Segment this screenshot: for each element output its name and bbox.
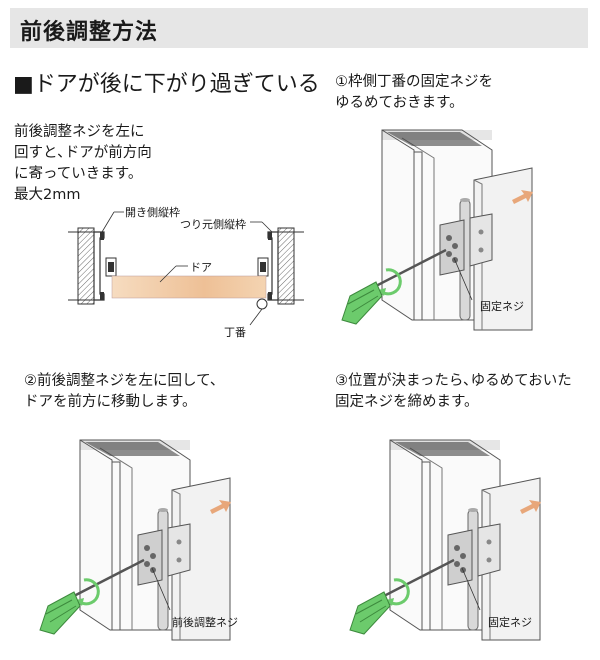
door-leaf	[171, 477, 231, 641]
screwdriver-handle	[39, 591, 81, 635]
hinge-illustration-step3	[349, 439, 541, 641]
screwdriver-handle	[341, 281, 383, 325]
callout-step1: 固定ネジ	[480, 300, 524, 313]
hinge-plate	[439, 219, 465, 276]
intro-line: 最大2mm	[14, 187, 81, 203]
left-stop	[105, 257, 117, 277]
hinge-plate	[137, 529, 163, 586]
intro-line: 前後調整ネジを左に	[14, 124, 145, 140]
label-door: ドア	[190, 261, 212, 274]
hinge-illustration-step1	[341, 129, 533, 331]
step-line: ③位置が決まったら､ゆるめておいた	[335, 373, 572, 389]
rotation-arrow	[389, 578, 410, 606]
callout-step2: 前後調整ネジ	[172, 616, 238, 629]
screwdriver-handle	[349, 591, 391, 635]
door-panel	[111, 275, 267, 299]
step-line: ドアを前方に移動します。	[24, 394, 197, 410]
screwdriver-shaft	[371, 248, 447, 290]
intro-line: 回すと､ドアが前方向	[14, 145, 152, 161]
hinge-plate	[447, 529, 473, 586]
direction-arrow	[512, 190, 533, 204]
door-leaf	[481, 477, 541, 641]
left-wall	[77, 227, 95, 305]
section-header: 前後調整方法	[10, 8, 588, 48]
intro-text: 前後調整ネジを左に 回すと､ドアが前方向 に寄っていきます。 最大2mm	[14, 122, 152, 206]
right-frame	[267, 231, 279, 301]
step1-text: ①枠側丁番の固定ネジを ゆるめておきます。	[335, 72, 493, 114]
rotation-arrow	[381, 268, 402, 296]
step-line: ゆるめておきます。	[335, 95, 464, 111]
callout-step3: 固定ネジ	[488, 616, 532, 629]
section-title: ■ドアが後に下がり過ぎている	[13, 72, 320, 97]
label-hinge: 丁番	[224, 326, 246, 339]
left-frame	[93, 231, 105, 301]
door-leaf	[473, 167, 533, 331]
screwdriver-shaft	[379, 558, 455, 600]
direction-arrow	[210, 500, 231, 514]
direction-arrow	[520, 500, 541, 514]
hinge-circle	[256, 298, 268, 310]
step-line: 固定ネジを締めます。	[335, 394, 479, 410]
page-title: 前後調整方法	[20, 20, 159, 45]
right-wall	[277, 227, 295, 305]
step3-text: ③位置が決まったら､ゆるめておいた 固定ネジを締めます。	[335, 371, 572, 413]
label-open-frame: 開き側縦枠	[125, 206, 180, 219]
step-line: ②前後調整ネジを左に回して、	[24, 373, 225, 389]
screwdriver-shaft	[69, 558, 145, 600]
step2-text: ②前後調整ネジを左に回して、 ドアを前方に移動します。	[24, 371, 224, 413]
hinge-illustration-step2	[39, 439, 231, 641]
step-line: ①枠側丁番の固定ネジを	[335, 74, 493, 90]
label-hinge-frame: つり元側縦枠	[180, 218, 246, 231]
intro-line: に寄っていきます。	[14, 166, 143, 182]
right-stop	[257, 257, 269, 277]
rotation-arrow	[79, 578, 100, 606]
